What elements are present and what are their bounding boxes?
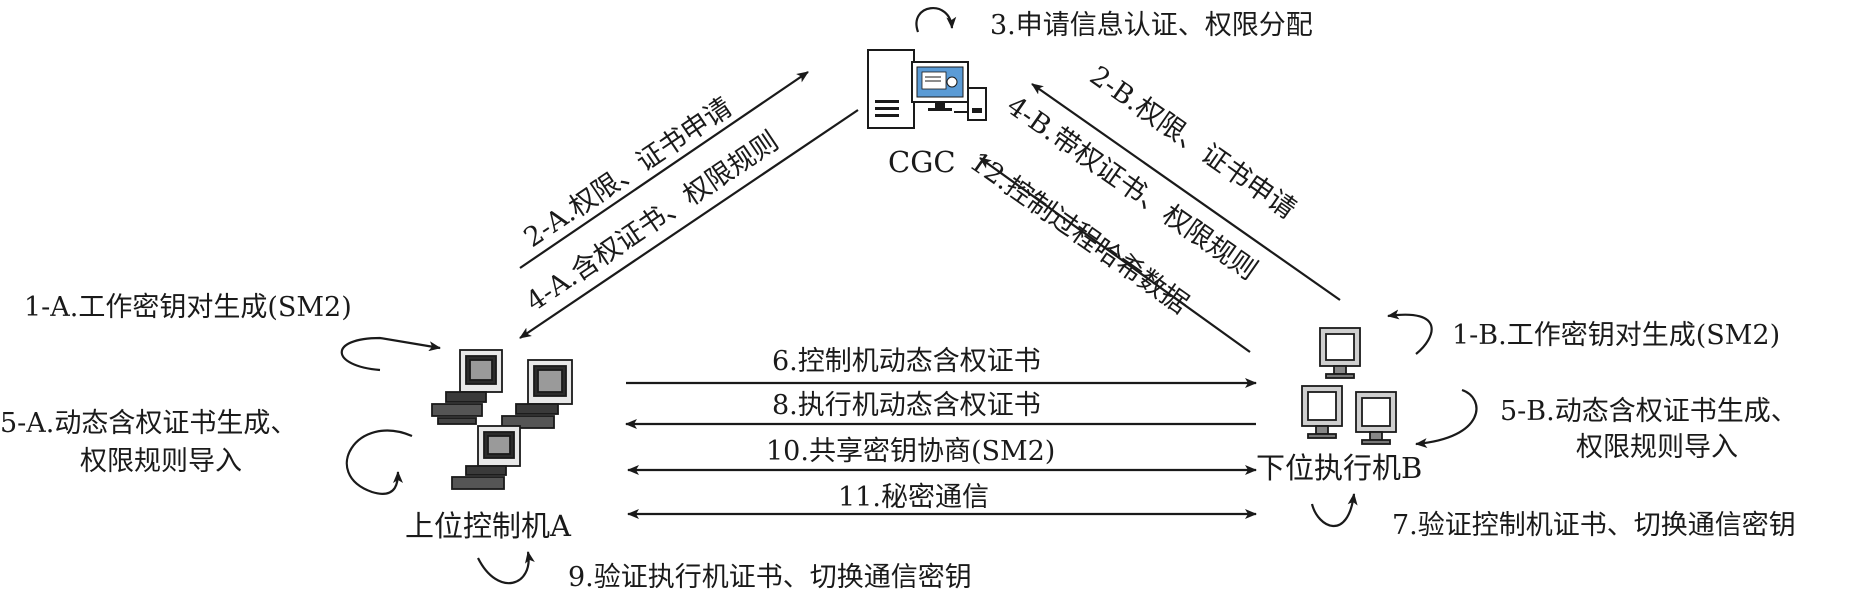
- step-label-3: 3.申请信息认证、权限分配: [990, 10, 1313, 41]
- step-label-5b-line1: 5-B.动态含权证书生成、: [1500, 396, 1798, 427]
- arrow-12: [979, 157, 1251, 353]
- loop-7: [1310, 493, 1358, 528]
- node-label-lower: 下位执行机B: [1256, 451, 1422, 485]
- node-label-cgc: CGC: [888, 145, 956, 179]
- arrow-2b: [1031, 83, 1341, 301]
- step-label-1b: 1-B.工作密钥对生成(SM2): [1452, 320, 1780, 351]
- step-label-6: 6.控制机动态含权证书: [772, 346, 1041, 377]
- loop-5a: [345, 429, 413, 495]
- monitor-cluster-icon: [1301, 327, 1397, 445]
- node-label-upper: 上位控制机A: [405, 509, 572, 543]
- loop-9: [477, 551, 535, 585]
- step-label-9: 9.验证执行机证书、切换通信密钥: [568, 562, 972, 593]
- loop-3: [915, 6, 957, 33]
- step-label-5a-line2: 权限规则导入: [80, 446, 242, 477]
- step-label-11: 11.秘密通信: [838, 482, 989, 513]
- step-label-5b-line2: 权限规则导入: [1576, 432, 1738, 463]
- step-label-8: 8.执行机动态含权证书: [772, 390, 1041, 421]
- arrow-4a: [519, 109, 859, 339]
- step-label-1a: 1-A.工作密钥对生成(SM2): [24, 292, 352, 323]
- loop-1b: [1387, 309, 1433, 355]
- step-label-10: 10.共享密钥协商(SM2): [766, 436, 1055, 467]
- server-monitor-icon: [867, 49, 987, 129]
- step-label-5a-line1: 5-A.动态含权证书生成、: [0, 408, 297, 439]
- loop-1a: [340, 336, 441, 372]
- arrow-2a: [519, 71, 809, 269]
- computer-cluster-icon: [431, 349, 573, 490]
- step-label-7: 7.验证控制机证书、切换通信密钥: [1392, 510, 1796, 541]
- loop-5b: [1415, 388, 1478, 449]
